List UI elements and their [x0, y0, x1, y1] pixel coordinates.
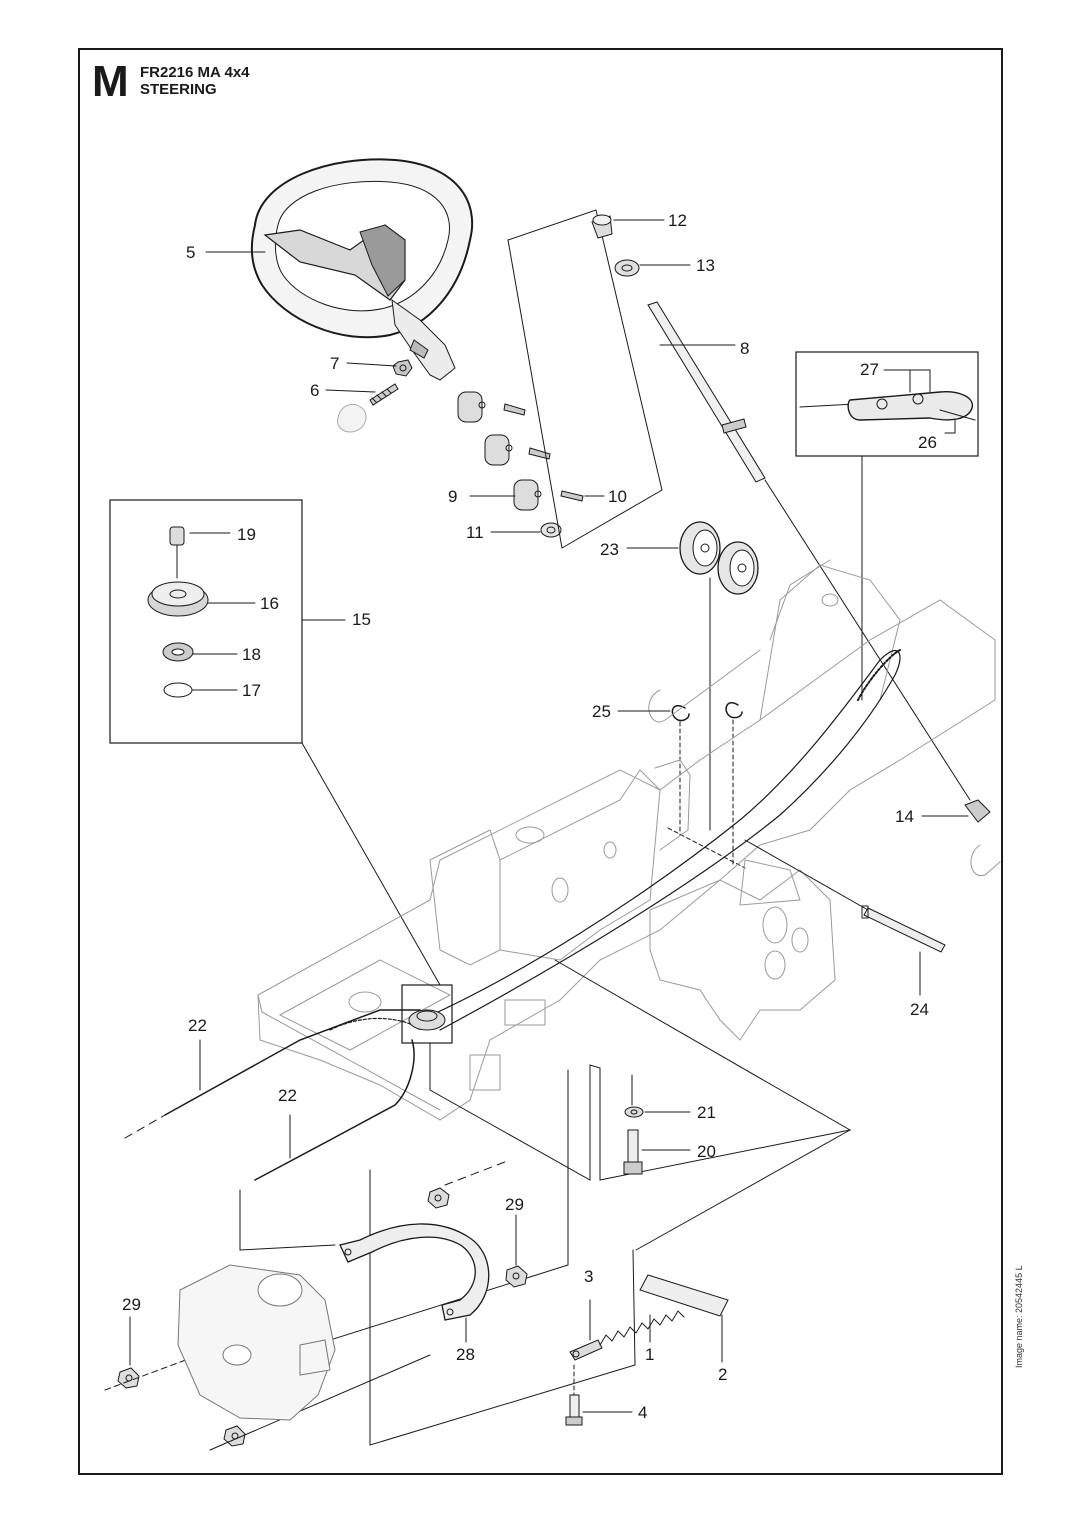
- eclip-25a: [671, 705, 690, 722]
- bracket-28: [339, 1223, 490, 1321]
- label-9: 9: [448, 487, 457, 506]
- label-12: 12: [668, 211, 687, 230]
- bolt-4: [565, 1394, 583, 1426]
- coupler-upper: [457, 391, 526, 423]
- label-17: 17: [242, 681, 261, 700]
- bearing-18: [162, 642, 194, 662]
- label-28: 28: [456, 1345, 475, 1364]
- pulley-locator-box: [401, 984, 453, 1044]
- detail-box-chain: [795, 351, 979, 457]
- label-3: 3: [584, 1267, 593, 1286]
- nut-29-right: [505, 1265, 528, 1288]
- section-letter: M: [92, 57, 129, 106]
- label-21: 21: [697, 1103, 716, 1122]
- group-name: STEERING: [140, 81, 217, 98]
- label-6: 6: [310, 381, 319, 400]
- cap: [337, 403, 367, 433]
- steering-chain: [329, 649, 901, 1031]
- bolt-19: [169, 526, 185, 579]
- label-20: 20: [697, 1142, 716, 1161]
- part-labels: 5 7 6 9 10 11 12 13 8 27 26 19 16 15 18 …: [122, 211, 937, 1422]
- label-13: 13: [696, 256, 715, 275]
- bolt-6: [369, 383, 399, 406]
- label-24: 24: [910, 1000, 929, 1019]
- label-1: 1: [645, 1345, 654, 1364]
- washer-21: [624, 1106, 644, 1118]
- label-27: 27: [860, 360, 879, 379]
- label-16: 16: [260, 594, 279, 613]
- label-22a: 22: [188, 1016, 207, 1035]
- steering-cable-22: [124, 1009, 421, 1181]
- label-15: 15: [352, 610, 371, 629]
- label-8: 8: [740, 339, 749, 358]
- label-10: 10: [608, 487, 627, 506]
- washer-11: [540, 522, 562, 538]
- detail-box-pulley: [109, 499, 303, 744]
- label-4: 4: [638, 1403, 647, 1422]
- coupler-lower-9: [513, 479, 584, 511]
- bushing-12: [591, 214, 613, 239]
- label-11: 11: [466, 523, 484, 542]
- pulley-pair-23: [679, 521, 759, 595]
- label-7: 7: [330, 354, 339, 373]
- circlip-17: [163, 682, 193, 698]
- shaft-8: [647, 301, 766, 483]
- bushing-13: [614, 259, 640, 277]
- nut-29-bottom: [223, 1425, 246, 1447]
- label-29b: 29: [122, 1295, 141, 1314]
- bolt-20: [623, 1129, 643, 1175]
- label-14: 14: [895, 807, 914, 826]
- pulley-16: [147, 581, 209, 617]
- label-22b: 22: [278, 1086, 297, 1105]
- label-23: 23: [600, 540, 619, 559]
- link-3: [569, 1339, 603, 1361]
- label-26: 26: [918, 433, 937, 452]
- diagram-frame: [78, 48, 1003, 1475]
- label-18: 18: [242, 645, 261, 664]
- model-name: FR2216 MA 4x4: [140, 64, 250, 81]
- spring-1: [599, 1310, 685, 1346]
- steering-wheel: [250, 158, 474, 381]
- bolt-24: [861, 905, 946, 953]
- label-19: 19: [237, 525, 256, 544]
- chassis-frame: [257, 559, 1001, 1121]
- page-title: FR2216 MA 4x4 STEERING: [140, 64, 250, 98]
- coupler-middle: [484, 434, 551, 466]
- nut-7: [392, 359, 413, 377]
- chain-link-detail: [799, 391, 976, 421]
- label-5: 5: [186, 243, 195, 262]
- label-29a: 29: [505, 1195, 524, 1214]
- axle-housing: [177, 1264, 336, 1421]
- label-25: 25: [592, 702, 611, 721]
- nut-29-top: [427, 1187, 450, 1209]
- plate-2: [639, 1274, 729, 1317]
- bolt-14: [964, 799, 991, 823]
- label-2: 2: [718, 1365, 727, 1384]
- eclip-25b: [725, 702, 743, 719]
